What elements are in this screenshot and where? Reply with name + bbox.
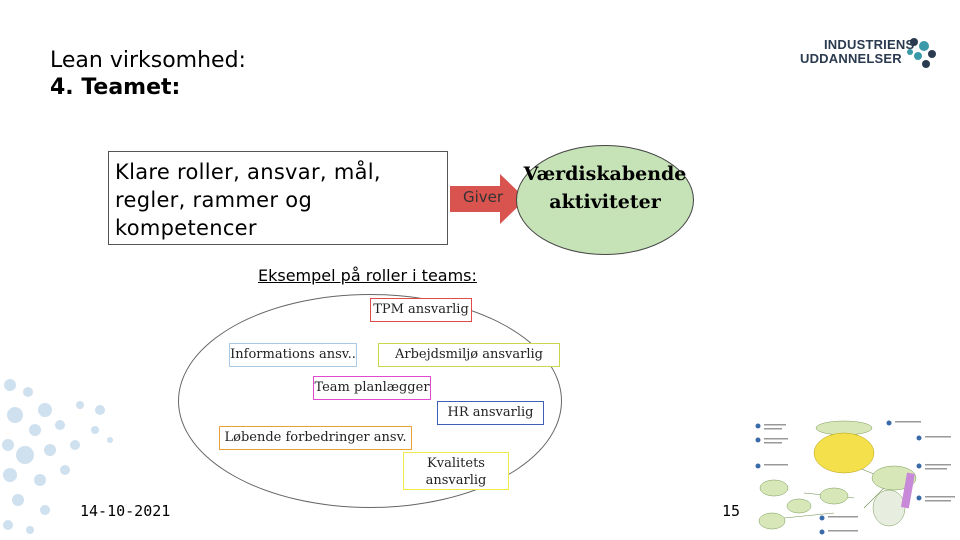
role-quality: Kvalitets ansvarlig	[403, 452, 509, 490]
arrow-label: Giver	[462, 188, 504, 206]
role-continuous-improvement: Løbende forbedringer ansv.	[219, 426, 412, 450]
role-quality-line-2: ansvarlig	[425, 473, 487, 488]
logo-molecule-icon	[907, 38, 936, 68]
role-hr: HR ansvarlig	[437, 401, 544, 425]
footer-date: 14-10-2021	[80, 502, 171, 520]
page-title: 4. Teamet:	[50, 75, 181, 100]
roles-responsibilities-box: Klare roller, ansvar, mål, regler, ramme…	[108, 151, 448, 245]
example-roles-heading: Eksempel på roller i teams:	[258, 266, 477, 285]
company-logo: INDUSTRIENS UDDANNELSER	[798, 34, 938, 74]
role-team-planner: Team planlægger	[313, 376, 431, 400]
value-activities-text: Værdiskabende aktiviteter	[516, 160, 694, 216]
logo-text-line-2: UDDANNELSER	[800, 51, 902, 66]
role-quality-line-1: Kvalitets	[427, 456, 485, 471]
roles-box-line-3: kompetencer	[115, 216, 257, 240]
role-work-environment: Arbejdsmiljø ansvarlig	[378, 343, 560, 367]
logo-text-line-1: INDUSTRIENS	[824, 37, 915, 52]
decorative-dots	[2, 379, 113, 534]
team-ellipse	[178, 294, 562, 508]
arrow-right-icon	[450, 174, 526, 224]
team-diagram-thumbnail	[755, 420, 955, 535]
role-tpm: TPM ansvarlig	[370, 298, 472, 322]
page-number: 15	[722, 502, 741, 520]
value-line-2: aktiviteter	[549, 191, 661, 213]
roles-box-line-1: Klare roller, ansvar, mål,	[115, 160, 381, 184]
role-information: Informations ansv..	[229, 343, 357, 367]
value-activities-ellipse	[516, 145, 694, 255]
title-line-1: Lean virksomhed:	[50, 48, 246, 73]
value-line-1: Værdiskabende	[523, 163, 687, 185]
roles-box-line-2: regler, rammer og	[115, 188, 313, 212]
